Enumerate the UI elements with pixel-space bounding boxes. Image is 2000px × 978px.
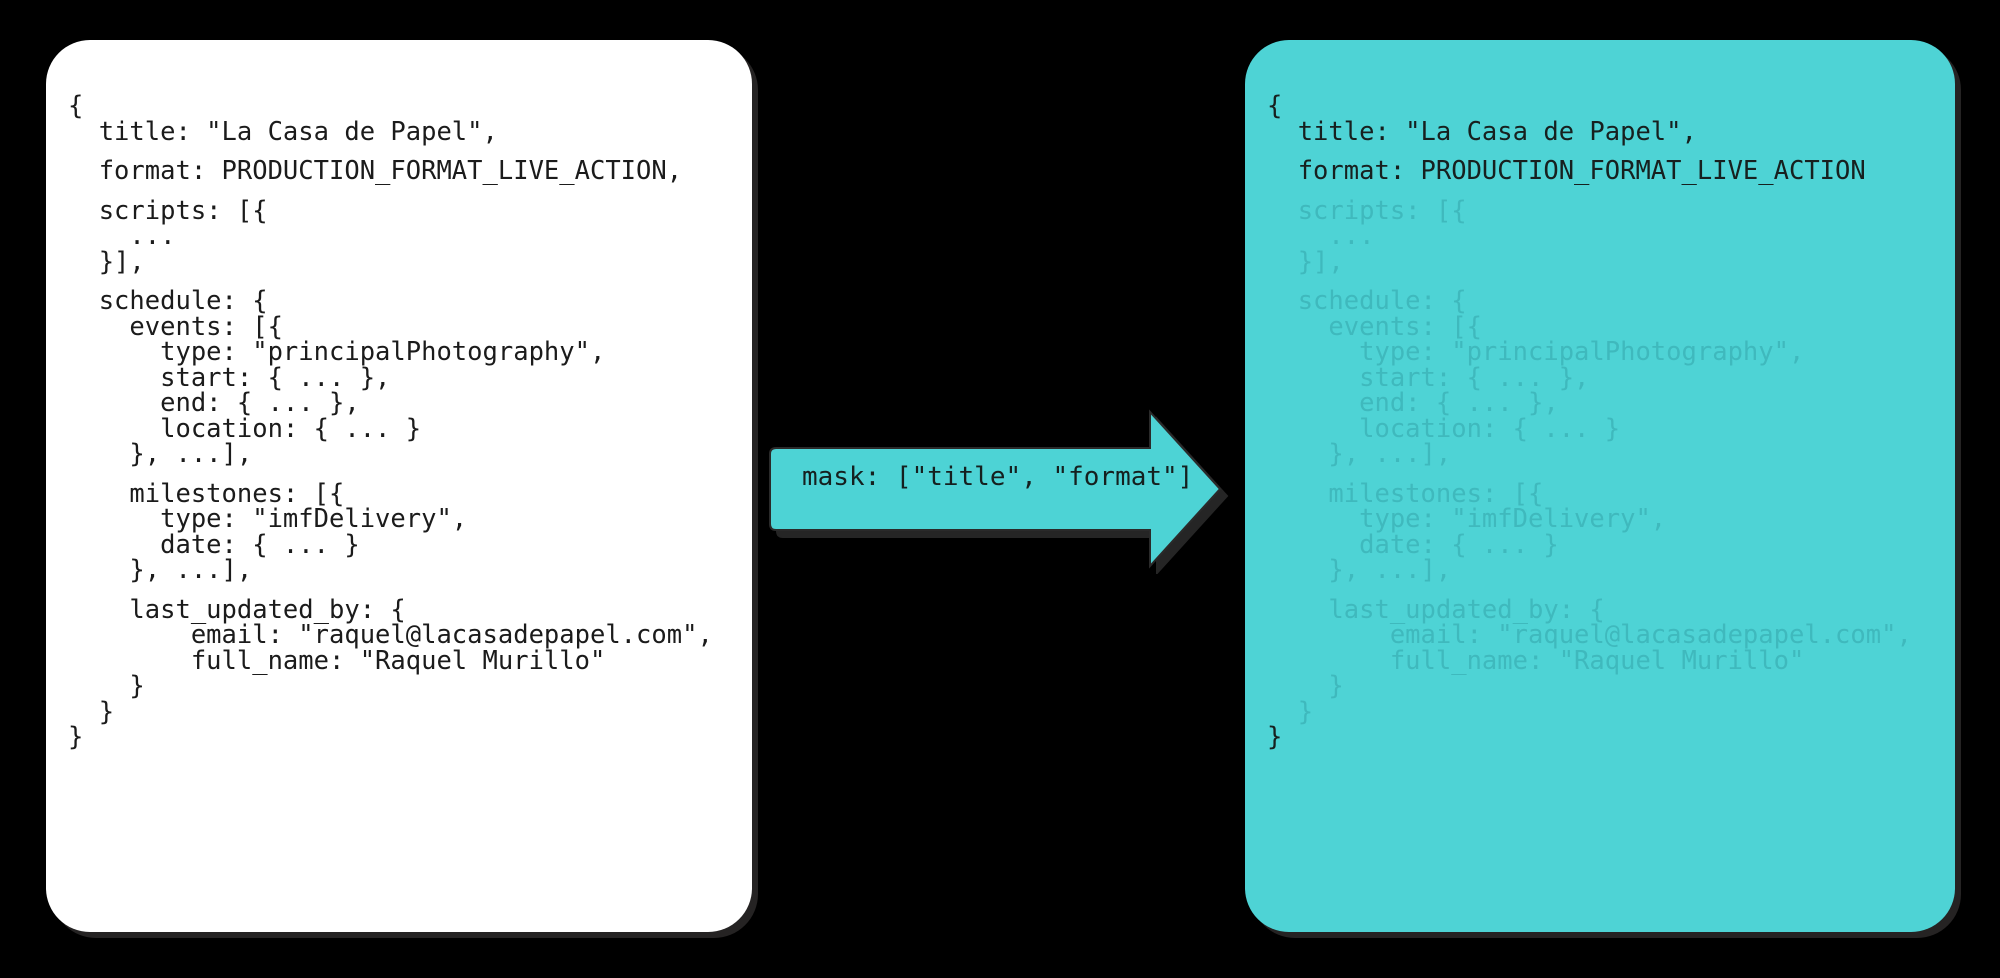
code-line: }], — [68, 246, 145, 277]
code-line-masked: }], — [1267, 246, 1344, 277]
code-line: }, ...], — [68, 439, 253, 469]
code-line: type: "principalPhotography", — [68, 337, 606, 367]
code-line-masked: scripts: [{ — [1267, 195, 1467, 226]
code-line-masked: start: { ... }, — [1267, 362, 1590, 393]
arrow-shape — [769, 409, 1222, 569]
code-line: last_updated_by: { — [68, 594, 406, 625]
code-line: title: "La Casa de Papel", — [1267, 116, 1697, 147]
code-line: } — [1267, 722, 1283, 752]
code-line: scripts: [{ — [68, 195, 268, 226]
code-line: end: { ... }, — [68, 388, 360, 418]
code-line: schedule: { — [68, 286, 268, 316]
code-line: email: "raquel@lacasadepapel.com", — [68, 620, 713, 650]
input-json-panel: { title: "La Casa de Papel", format: PRO… — [46, 40, 752, 932]
code-line-masked: } — [1267, 671, 1344, 701]
code-line: date: { ... } — [68, 529, 360, 560]
code-line: }, ...], — [68, 555, 253, 585]
code-line-masked: schedule: { — [1267, 286, 1467, 316]
code-line-masked: milestones: [{ — [1267, 478, 1544, 509]
code-line: } — [68, 696, 115, 727]
code-line-masked: type: "principalPhotography", — [1267, 337, 1805, 367]
input-json-code: { title: "La Casa de Papel", format: PRO… — [68, 91, 752, 752]
output-json-code: { title: "La Casa de Papel", format: PRO… — [1267, 91, 1955, 752]
code-line-masked: }, ...], — [1267, 439, 1452, 469]
code-line-masked: } — [1267, 696, 1314, 727]
code-line: format: PRODUCTION_FORMAT_LIVE_ACTION — [1267, 156, 1866, 186]
code-line-masked: full_name: "Raquel Murillo" — [1267, 645, 1805, 676]
mask-transform-arrow: mask: ["title", "format"] — [768, 404, 1238, 574]
code-line: location: { ... } — [68, 413, 422, 444]
code-line: format: PRODUCTION_FORMAT_LIVE_ACTION, — [68, 156, 683, 186]
output-json-panel: { title: "La Casa de Papel", format: PRO… — [1245, 40, 1955, 932]
code-line-masked: events: [{ — [1267, 311, 1482, 342]
code-line: } — [68, 722, 84, 752]
code-line: { — [1267, 91, 1283, 121]
code-line-masked: last_updated_by: { — [1267, 594, 1605, 625]
code-line: events: [{ — [68, 311, 283, 342]
code-line: milestones: [{ — [68, 478, 345, 509]
code-line: } — [68, 671, 145, 701]
code-line: start: { ... }, — [68, 362, 391, 393]
code-line: full_name: "Raquel Murillo" — [68, 645, 606, 676]
code-line-masked: }, ...], — [1267, 555, 1452, 585]
code-line-masked: date: { ... } — [1267, 529, 1559, 560]
code-line-masked: end: { ... }, — [1267, 388, 1559, 418]
code-line-masked: email: "raquel@lacasadepapel.com", — [1267, 620, 1912, 650]
code-line-masked: ... — [1267, 221, 1375, 251]
code-line: type: "imfDelivery", — [68, 504, 468, 534]
code-line: ... — [68, 221, 176, 251]
code-line: title: "La Casa de Papel", — [68, 116, 498, 147]
code-line: { — [68, 91, 84, 121]
code-line-masked: location: { ... } — [1267, 413, 1621, 444]
code-line-masked: type: "imfDelivery", — [1267, 504, 1667, 534]
